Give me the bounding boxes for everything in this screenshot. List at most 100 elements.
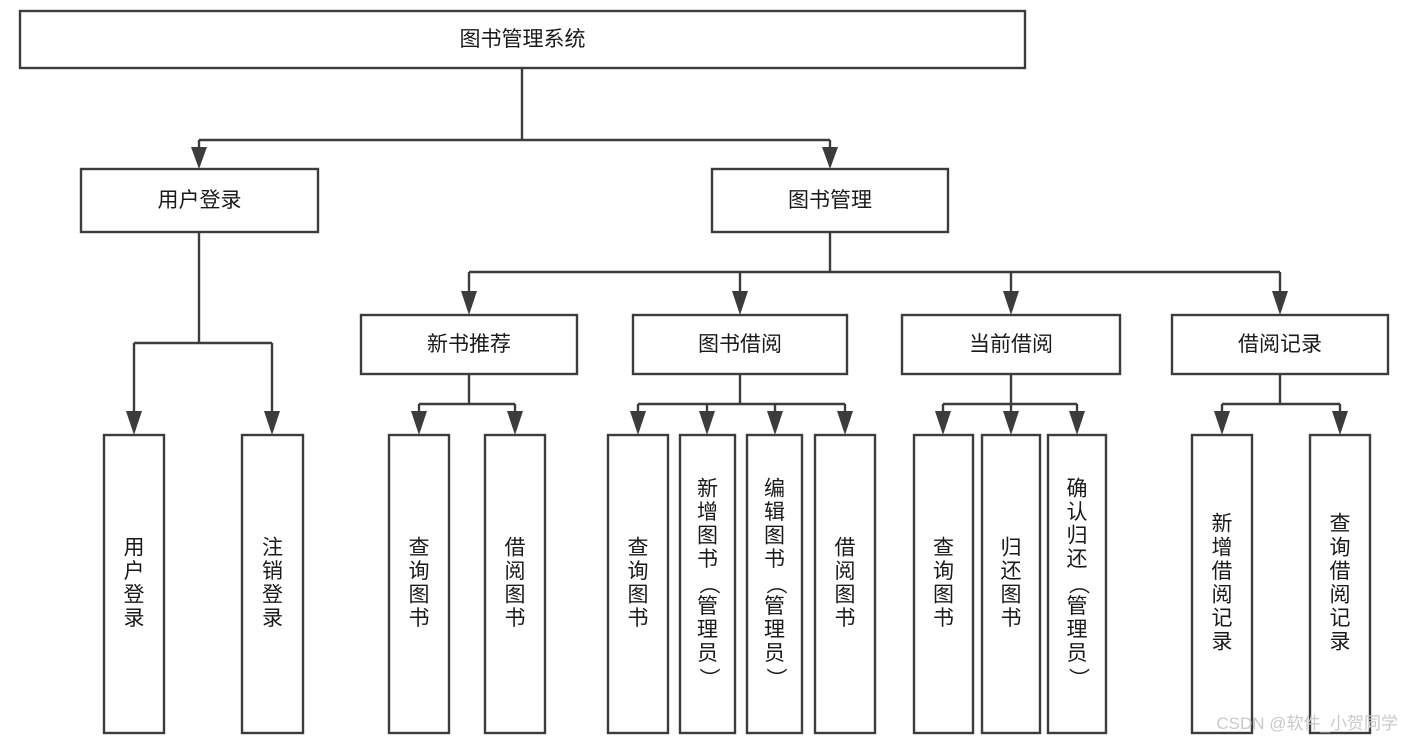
node-label-leaf-query-borrow-record-char-2: 借 bbox=[1330, 560, 1351, 583]
node-label-leaf-logout-char-0: 注 bbox=[262, 536, 283, 559]
node-user-login[interactable]: 用户登录 bbox=[79, 167, 320, 234]
node-label-leaf-confirm-return-char-6: 理 bbox=[1067, 619, 1088, 642]
node-box-user-login[interactable] bbox=[79, 167, 320, 234]
node-box-leaf-query-borrow-record[interactable] bbox=[1308, 433, 1372, 735]
node-label-leaf-user-login-char-0: 用 bbox=[124, 536, 145, 559]
arrow-head-leaf-add-book bbox=[699, 411, 715, 435]
node-label-leaf-edit-book-char-6: 理 bbox=[764, 619, 785, 642]
node-label-leaf-edit-book-char-1: 辑 bbox=[764, 501, 785, 524]
node-box-new-book-recommend[interactable] bbox=[359, 313, 579, 376]
node-label-leaf-add-borrow-record-char-3: 阅 bbox=[1212, 583, 1233, 606]
arrow-head-user-login bbox=[191, 147, 207, 169]
node-label-leaf-borrow-book-2-char-0: 借 bbox=[835, 536, 856, 559]
node-label-leaf-query-book-1-char-1: 询 bbox=[409, 560, 430, 583]
node-label-leaf-user-login-char-2: 登 bbox=[124, 583, 145, 606]
node-label-leaf-add-book-char-0: 新 bbox=[697, 477, 718, 500]
node-box-leaf-query-book-3[interactable] bbox=[912, 433, 975, 735]
node-box-leaf-return-book[interactable] bbox=[980, 433, 1042, 735]
node-label-leaf-borrow-book-1-char-0: 借 bbox=[505, 536, 526, 559]
node-label-leaf-query-borrow-record-char-1: 询 bbox=[1330, 536, 1351, 559]
node-box-leaf-query-book-2[interactable] bbox=[606, 433, 670, 735]
node-label-leaf-add-borrow-record-char-1: 增 bbox=[1212, 536, 1233, 559]
node-label-leaf-return-book-char-2: 图 bbox=[1001, 583, 1022, 606]
node-box-leaf-confirm-return[interactable] bbox=[1046, 433, 1108, 735]
node-book-borrow[interactable]: 图书借阅 bbox=[631, 313, 849, 376]
node-leaf-user-login[interactable]: 用户登录 bbox=[102, 433, 166, 735]
arrow-head-leaf-query-book-3 bbox=[935, 411, 951, 435]
node-label-leaf-borrow-book-2-char-3: 书 bbox=[835, 607, 856, 630]
node-label-leaf-user-login-char-3: 录 bbox=[124, 607, 145, 630]
node-label-leaf-query-borrow-record-char-4: 记 bbox=[1330, 607, 1351, 630]
node-label-leaf-add-book-char-4: （ bbox=[697, 574, 720, 595]
node-label-leaf-confirm-return-char-0: 确 bbox=[1067, 477, 1088, 500]
arrow-head-book-management bbox=[822, 147, 838, 169]
node-label-current-borrow: 当前借阅 bbox=[969, 333, 1053, 356]
node-box-leaf-borrow-book-2[interactable] bbox=[813, 433, 877, 735]
node-label-leaf-logout-char-2: 登 bbox=[262, 583, 283, 606]
node-label-root: 图书管理系统 bbox=[460, 28, 586, 51]
connector-layer bbox=[126, 68, 1348, 435]
node-box-book-management[interactable] bbox=[710, 167, 950, 234]
node-book-management[interactable]: 图书管理 bbox=[710, 167, 950, 234]
node-label-leaf-add-borrow-record-char-5: 录 bbox=[1212, 630, 1233, 653]
node-box-leaf-edit-book[interactable] bbox=[745, 433, 804, 735]
node-box-leaf-add-borrow-record[interactable] bbox=[1190, 433, 1254, 735]
node-label-borrow-record: 借阅记录 bbox=[1238, 333, 1322, 356]
node-box-leaf-borrow-book-1[interactable] bbox=[483, 433, 547, 735]
node-label-leaf-query-book-1-char-3: 书 bbox=[409, 607, 430, 630]
arrow-head-new-book-recommend bbox=[461, 291, 477, 315]
node-label-leaf-query-book-3-char-1: 询 bbox=[933, 560, 954, 583]
node-box-leaf-user-login[interactable] bbox=[102, 433, 166, 735]
node-layer: 图书管理系统用户登录图书管理新书推荐图书借阅当前借阅借阅记录用户登录注销登录查询… bbox=[18, 9, 1390, 735]
node-box-root[interactable] bbox=[18, 9, 1027, 70]
node-current-borrow[interactable]: 当前借阅 bbox=[900, 313, 1122, 376]
node-label-leaf-query-book-3-char-2: 图 bbox=[933, 583, 954, 606]
node-label-leaf-add-book-char-5: 管 bbox=[697, 595, 718, 618]
arrow-head-leaf-query-book-1 bbox=[411, 411, 427, 435]
node-label-leaf-borrow-book-1-char-2: 图 bbox=[505, 583, 526, 606]
node-label-leaf-add-book-char-3: 书 bbox=[697, 548, 718, 571]
node-label-leaf-add-book-char-6: 理 bbox=[697, 619, 718, 642]
node-box-leaf-add-book[interactable] bbox=[678, 433, 737, 735]
node-label-leaf-edit-book-char-5: 管 bbox=[764, 595, 785, 618]
node-label-leaf-add-book-char-7: 员 bbox=[697, 642, 718, 665]
node-label-leaf-query-borrow-record-char-0: 查 bbox=[1330, 513, 1351, 536]
node-box-current-borrow[interactable] bbox=[900, 313, 1122, 376]
node-box-book-borrow[interactable] bbox=[631, 313, 849, 376]
arrow-head-leaf-borrow-book-1 bbox=[507, 411, 523, 435]
watermark-text: CSDN @软件_小贺同学 bbox=[1216, 714, 1398, 733]
node-label-leaf-query-book-1-char-2: 图 bbox=[409, 583, 430, 606]
node-box-borrow-record[interactable] bbox=[1170, 313, 1390, 376]
node-label-leaf-logout-char-1: 销 bbox=[262, 560, 283, 583]
node-borrow-record[interactable]: 借阅记录 bbox=[1170, 313, 1390, 376]
node-label-leaf-confirm-return-char-2: 归 bbox=[1067, 525, 1088, 548]
node-label-leaf-edit-book-char-3: 书 bbox=[764, 548, 785, 571]
node-new-book-recommend[interactable]: 新书推荐 bbox=[359, 313, 579, 376]
node-label-leaf-confirm-return-char-8: ） bbox=[1066, 668, 1089, 689]
arrow-head-leaf-return-book bbox=[1003, 411, 1019, 435]
node-root[interactable]: 图书管理系统 bbox=[18, 9, 1027, 70]
node-label-leaf-add-book-char-8: ） bbox=[697, 668, 720, 689]
node-label-leaf-borrow-book-2-char-2: 图 bbox=[835, 583, 856, 606]
node-label-leaf-query-book-2-char-0: 查 bbox=[628, 536, 649, 559]
node-label-leaf-add-book-char-2: 图 bbox=[697, 525, 718, 548]
node-label-leaf-return-book-char-1: 还 bbox=[1001, 560, 1022, 583]
node-label-leaf-edit-book-char-7: 员 bbox=[764, 642, 785, 665]
node-box-leaf-query-book-1[interactable] bbox=[387, 433, 451, 735]
node-box-leaf-logout[interactable] bbox=[240, 433, 305, 735]
arrow-head-leaf-confirm-return bbox=[1069, 411, 1085, 435]
node-label-leaf-confirm-return-char-5: 管 bbox=[1067, 595, 1088, 618]
node-label-book-management: 图书管理 bbox=[788, 189, 872, 212]
